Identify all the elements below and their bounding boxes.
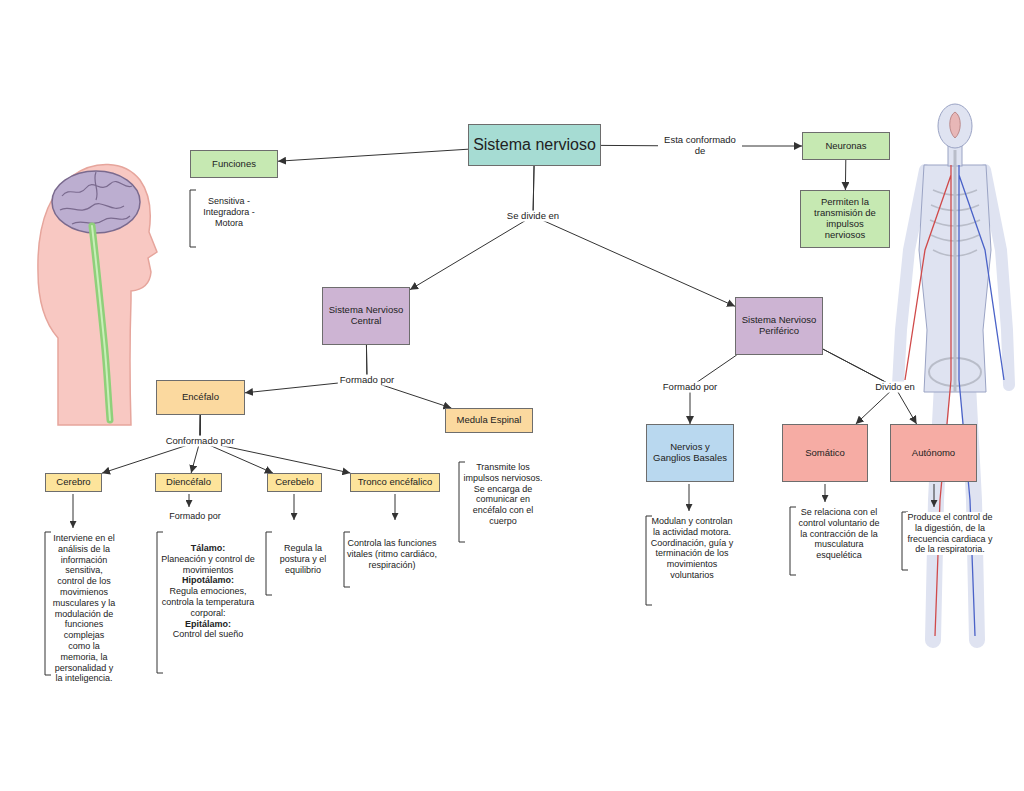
leader-arrow	[934, 484, 935, 507]
box-text: Sistema Nervioso Central	[327, 305, 405, 327]
body-brain	[950, 112, 961, 138]
vein-lines	[959, 165, 1004, 636]
leader-arrow	[395, 494, 396, 520]
concept-box: Neuronas	[802, 132, 890, 160]
body-head	[938, 104, 972, 148]
box-text: Autónomo	[912, 448, 955, 459]
box-text: Sistema Nervioso Periférico	[740, 315, 818, 337]
bracket	[646, 516, 652, 605]
connector-arrow	[278, 149, 468, 161]
connector-label: Conformado por	[164, 436, 237, 447]
brain	[52, 171, 140, 233]
concept-box: Funciones	[190, 150, 278, 178]
body-ribs	[930, 190, 980, 256]
leader-arrow	[189, 494, 190, 507]
connector-label: Divido en	[873, 382, 917, 393]
concept-box: Cerebro	[45, 473, 102, 492]
box-text: Permiten la transmisión de impulsos nerv…	[805, 197, 885, 241]
box-text: Sistema nervioso	[473, 136, 596, 154]
box-text: Nervios y Ganglios Basales	[651, 442, 729, 464]
body-pelvis	[929, 358, 981, 386]
description-group: Tálamo:Planeación y control de movimient…	[160, 543, 256, 640]
box-text: Funciones	[212, 159, 256, 170]
description-text: Control del sueño	[160, 629, 256, 640]
spinal-cord-highlight	[92, 226, 110, 420]
connector-label: Esta conformado de	[658, 135, 742, 157]
concept-box: Permiten la transmisión de impulsos nerv…	[800, 190, 890, 248]
box-text: Cerebro	[56, 477, 90, 488]
description-text: Se relaciona con el control voluntario d…	[795, 507, 883, 561]
description-text: Sensitiva -Integradora -Motora	[198, 196, 260, 228]
box-text: Tronco encéfalico	[358, 477, 433, 488]
connector-label: Formado por	[338, 375, 396, 386]
artery-lines	[905, 165, 951, 636]
concept-box: Nervios y Ganglios Basales	[646, 424, 734, 482]
connector-arrow	[845, 160, 846, 190]
box-text: Medula Espinal	[457, 415, 522, 426]
description-text: Regula emociones, controla la temperatur…	[160, 586, 256, 618]
connector-arrow	[245, 345, 367, 393]
description-text: Interviene en el análisis de la informac…	[52, 533, 116, 684]
spinal-cord	[92, 226, 110, 420]
box-text: Neuronas	[825, 141, 866, 152]
concept-box: Somático	[782, 424, 868, 482]
bracket	[45, 532, 51, 675]
connector-label: Se divide en	[505, 211, 561, 222]
brain-folds	[60, 172, 132, 224]
bracket	[790, 507, 796, 575]
concept-box: Sistema Nervioso Central	[322, 287, 410, 345]
bracket	[266, 532, 272, 595]
description-text: Produce el control de la digestión, de l…	[906, 512, 994, 555]
concept-box: Tronco encéfalico	[350, 473, 440, 492]
description-text: Hipotálamo:	[160, 575, 256, 586]
concept-box: Sistema Nervioso Periférico	[735, 297, 823, 355]
connector-label: Formado por	[661, 382, 719, 393]
leader-arrow	[73, 494, 74, 528]
connector-arrow	[823, 349, 917, 424]
description-text: Transmite los impulsos nerviosos. Se enc…	[462, 462, 544, 527]
description-text: Epitálamo:	[160, 619, 256, 630]
concept-box: Medula Espinal	[445, 408, 533, 433]
description-text: Planeación y control de movimientos	[160, 554, 256, 576]
body-spine	[954, 150, 957, 392]
connector-arrow	[410, 166, 534, 290]
leader-arrow	[294, 494, 295, 520]
head-silhouette	[38, 164, 157, 425]
box-text: Cerebelo	[275, 477, 314, 488]
leader-arrow	[825, 484, 826, 502]
concept-box: Encéfalo	[156, 380, 245, 415]
topic-box: Sistema nervioso	[468, 124, 601, 166]
description-text: Controla las funciones vitales (ritmo ca…	[346, 538, 438, 570]
body-figure	[898, 104, 1009, 640]
leader-arrow	[689, 484, 690, 511]
box-text: Diencéfalo	[166, 477, 211, 488]
description-text: Regula la postura y el equilibrio	[272, 543, 334, 575]
concept-box: Cerebelo	[267, 473, 322, 492]
connector-arrow	[533, 166, 735, 306]
concept-box: Autónomo	[890, 424, 977, 482]
bracket	[190, 190, 196, 247]
description-text: Formado por	[160, 511, 230, 522]
concept-box: Diencéfalo	[155, 473, 222, 492]
box-text: Encéfalo	[182, 392, 219, 403]
description-text: Modulan y controlan la actividad motora.…	[650, 516, 734, 581]
description-text: Tálamo:	[160, 543, 256, 554]
box-text: Somático	[805, 448, 845, 459]
